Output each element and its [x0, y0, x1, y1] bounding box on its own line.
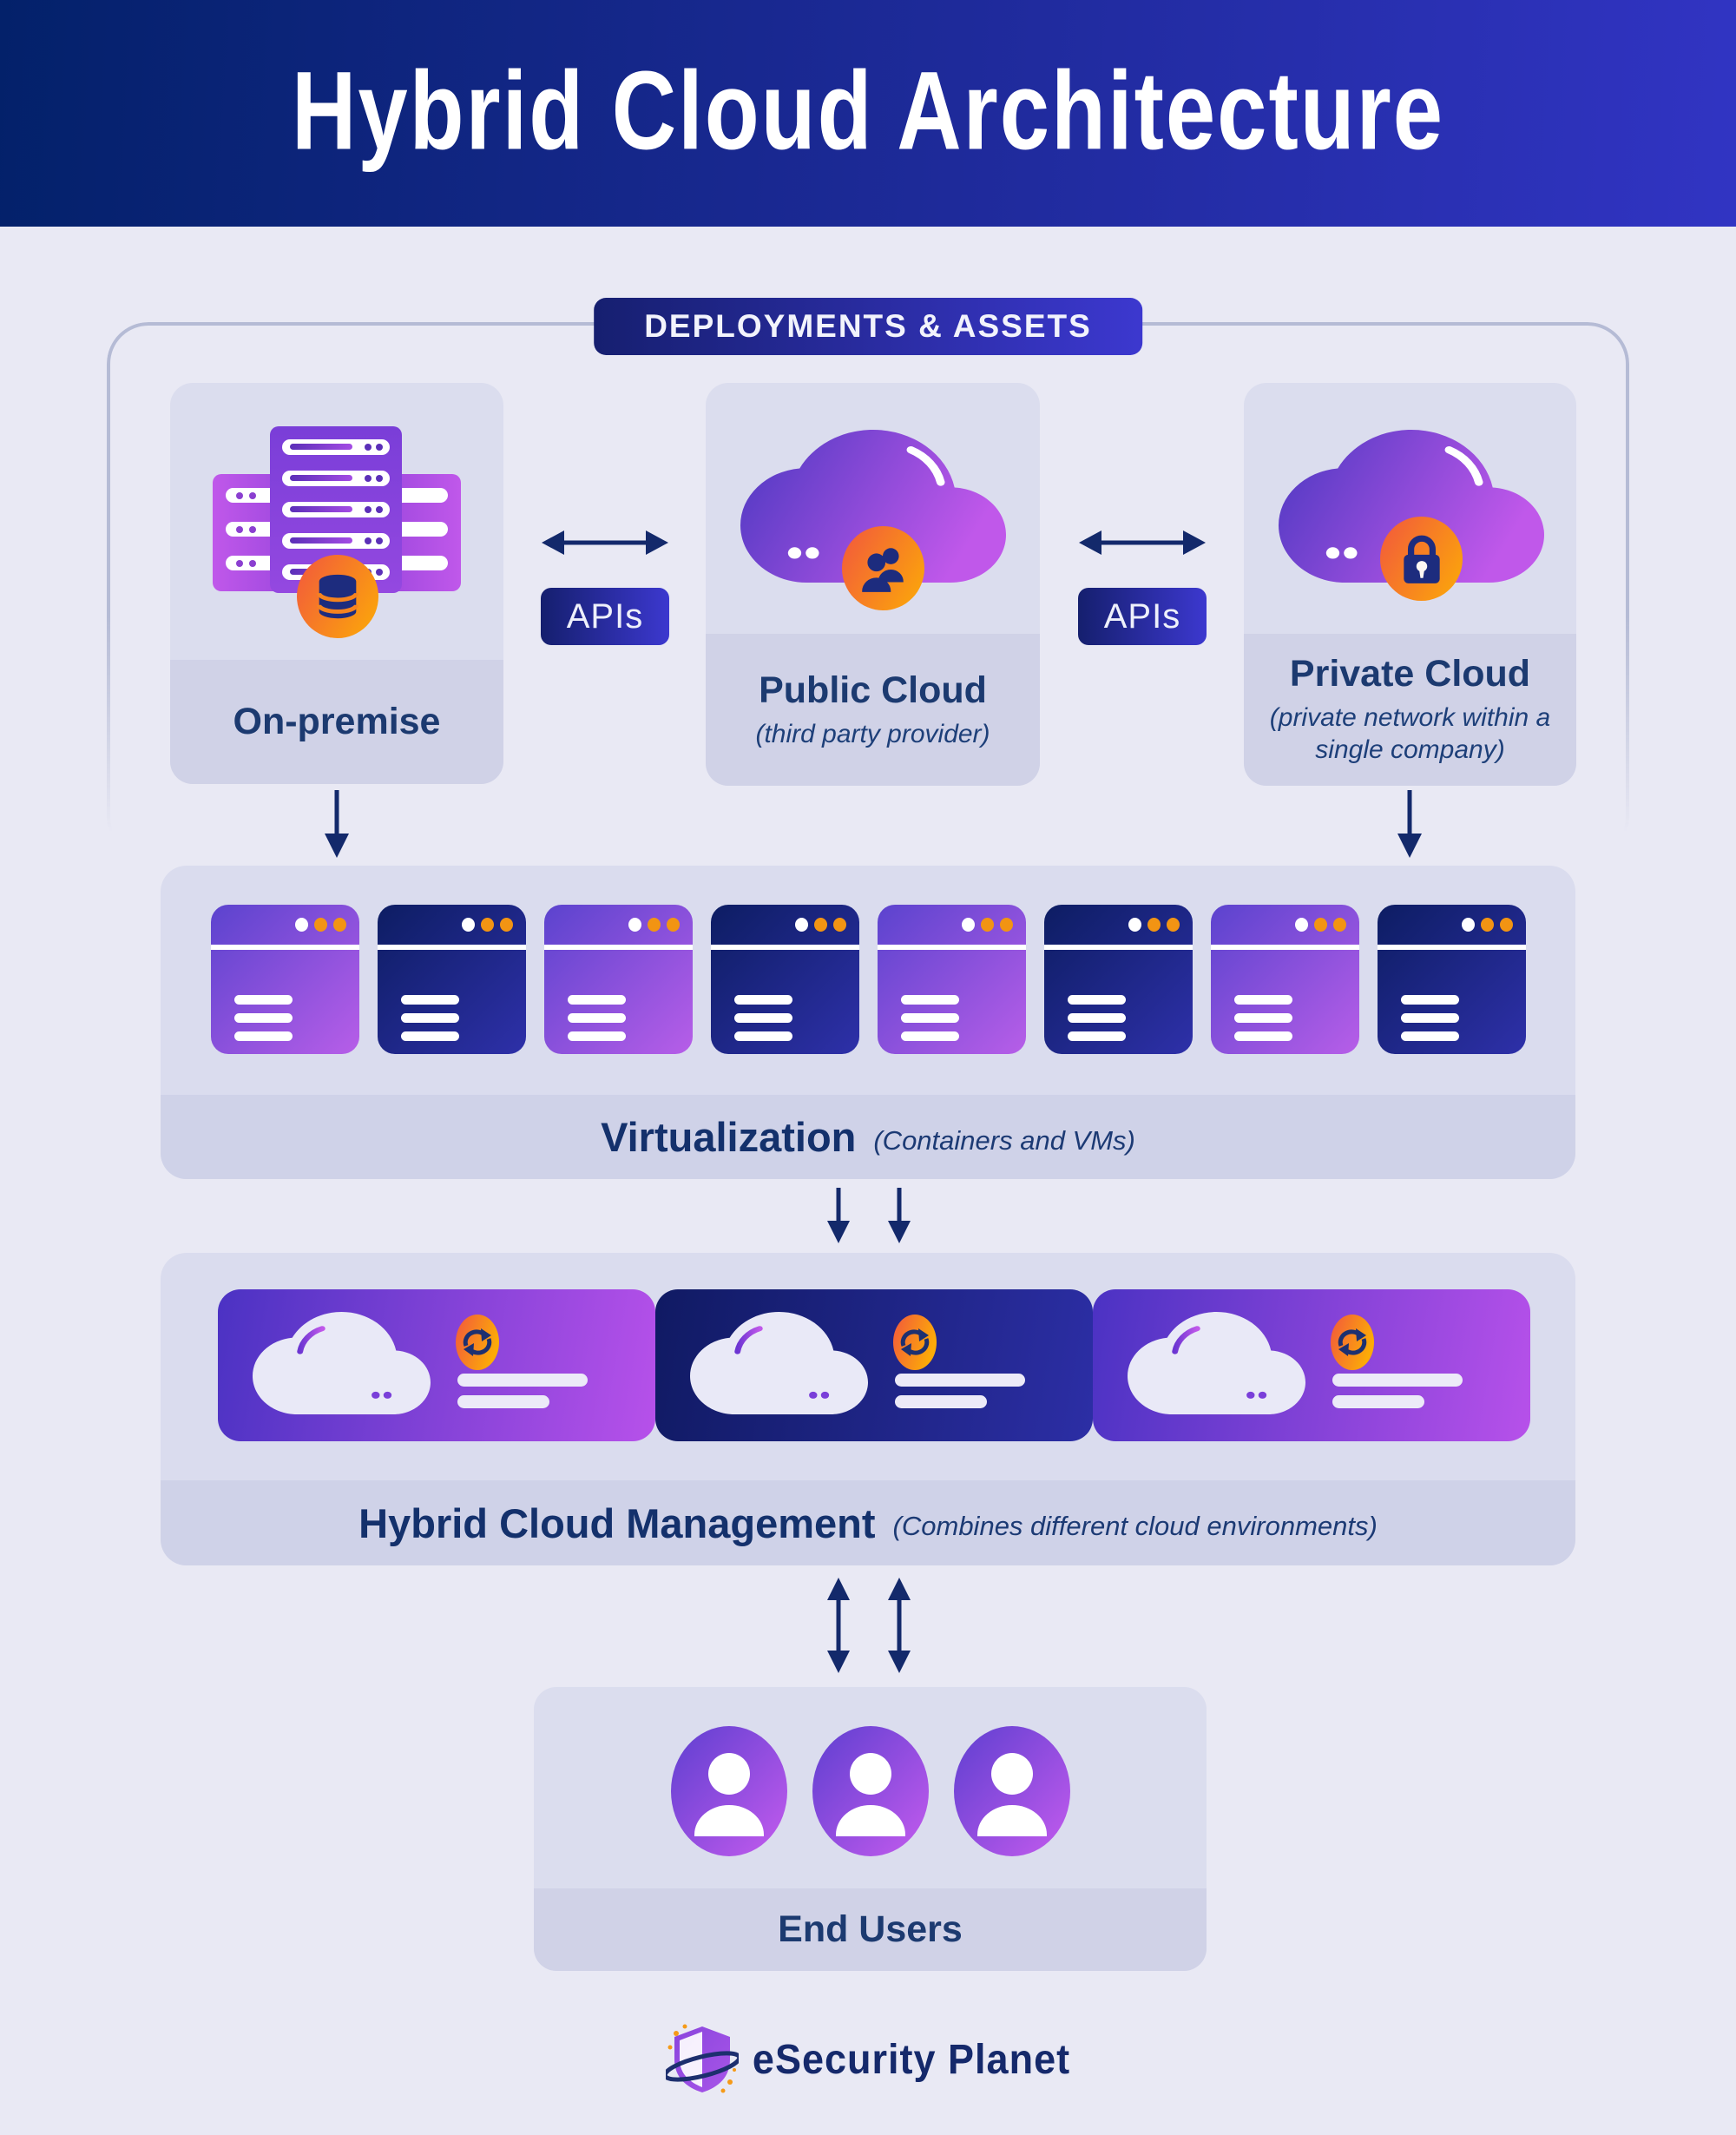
on-premise-label-strip: On-premise — [170, 660, 503, 784]
virtualization-label-strip: Virtualization (Containers and VMs) — [161, 1095, 1575, 1179]
text-bar — [457, 1395, 549, 1408]
management-panel: Hybrid Cloud Management (Combines differ… — [161, 1253, 1575, 1565]
cloud-icon — [1128, 1312, 1305, 1414]
deployments-assets-label: DEPLOYMENTS & ASSETS — [644, 308, 1092, 344]
management-label-strip: Hybrid Cloud Management (Combines differ… — [161, 1480, 1575, 1565]
text-bar — [895, 1395, 987, 1408]
virtual-machine-tile — [1043, 905, 1193, 1054]
sync-icon — [1331, 1315, 1374, 1370]
virtualization-sublabel: (Containers and VMs) — [873, 1124, 1135, 1156]
cloud-icon — [740, 430, 1006, 583]
management-label: Hybrid Cloud Management — [358, 1499, 876, 1546]
double-arrow-icon — [542, 530, 668, 555]
footer-logo: eSecurity Planet — [0, 2021, 1736, 2098]
managed-cloud-segment — [655, 1289, 1093, 1441]
window-dots-icon — [1461, 918, 1513, 932]
window-dots-icon — [294, 918, 346, 932]
management-segments — [218, 1289, 1530, 1441]
brand-name: eSecurity Planet — [752, 2034, 1071, 2083]
end-users-avatars — [534, 1725, 1207, 1857]
window-dots-icon — [1294, 918, 1346, 932]
vertical-double-arrow-icon — [827, 1578, 850, 1673]
public-cloud-label: Public Cloud — [759, 669, 987, 711]
window-dots-icon — [628, 918, 680, 932]
end-users-label: End Users — [778, 1908, 963, 1950]
server-rack-database-icon — [213, 426, 461, 639]
text-bar — [1332, 1374, 1463, 1387]
text-bar — [895, 1374, 1025, 1387]
down-arrow-icon — [888, 1188, 911, 1243]
public-cloud-card: Public Cloud (third party provider) — [706, 383, 1040, 786]
virtual-machine-tile — [1210, 905, 1359, 1054]
virtualization-tiles — [161, 905, 1575, 1054]
virtual-machine-tile — [377, 905, 526, 1054]
down-arrow-icon — [827, 1188, 850, 1243]
down-arrow-icon — [1397, 790, 1422, 858]
end-users-label-strip: End Users — [534, 1888, 1207, 1971]
private-cloud-card: Private Cloud (private network within a … — [1244, 383, 1576, 786]
users-badge-icon — [842, 526, 924, 610]
deployments-assets-badge: DEPLOYMENTS & ASSETS — [594, 298, 1142, 355]
apis-label: APIs — [1103, 596, 1181, 636]
virtual-machine-tile — [877, 905, 1026, 1054]
page-title: Hybrid Cloud Architecture — [291, 49, 1445, 173]
lock-badge-icon — [1380, 517, 1463, 601]
on-premise-label: On-premise — [233, 701, 441, 742]
managed-cloud-segment — [218, 1289, 655, 1441]
private-cloud-label-strip: Private Cloud (private network within a … — [1244, 634, 1576, 786]
text-bar — [1332, 1395, 1424, 1408]
cloud-icon — [1279, 430, 1544, 583]
apis-label: APIs — [566, 596, 644, 636]
on-premise-card: On-premise — [170, 383, 503, 784]
virtual-machine-tile — [1377, 905, 1526, 1054]
esecurity-planet-shield-icon — [665, 2024, 739, 2093]
cloud-icon — [253, 1312, 431, 1414]
public-cloud-sublabel: (third party provider) — [755, 719, 990, 748]
management-sublabel: (Combines different cloud environments) — [892, 1511, 1378, 1541]
sync-icon — [893, 1315, 937, 1370]
window-dots-icon — [1128, 918, 1180, 932]
private-cloud-sublabel: (private network within a single company… — [1269, 703, 1551, 764]
virtualization-label: Virtualization — [601, 1114, 857, 1160]
apis-badge-left: APIs — [541, 588, 669, 645]
cloud-icon — [690, 1312, 868, 1414]
user-avatar-icon — [953, 1726, 1070, 1856]
virtual-machine-tile — [210, 905, 359, 1054]
managed-cloud-segment — [1093, 1289, 1530, 1441]
private-cloud-label: Private Cloud — [1289, 653, 1531, 695]
window-dots-icon — [794, 918, 846, 932]
down-arrow-icon — [325, 790, 349, 858]
vertical-double-arrow-icon — [888, 1578, 911, 1673]
end-users-card: End Users — [534, 1687, 1207, 1971]
virtual-machine-tile — [710, 905, 859, 1054]
database-icon — [297, 555, 378, 638]
window-dots-icon — [961, 918, 1013, 932]
virtual-machine-tile — [543, 905, 693, 1054]
double-arrow-icon — [1079, 530, 1206, 555]
user-avatar-icon — [812, 1726, 929, 1856]
public-cloud-label-strip: Public Cloud (third party provider) — [706, 634, 1040, 786]
header-banner: Hybrid Cloud Architecture — [0, 0, 1736, 227]
virtualization-panel: Virtualization (Containers and VMs) — [161, 866, 1575, 1179]
apis-badge-right: APIs — [1078, 588, 1207, 645]
sync-icon — [456, 1315, 499, 1370]
user-avatar-icon — [670, 1726, 787, 1856]
text-bar — [457, 1374, 588, 1387]
window-dots-icon — [461, 918, 513, 932]
